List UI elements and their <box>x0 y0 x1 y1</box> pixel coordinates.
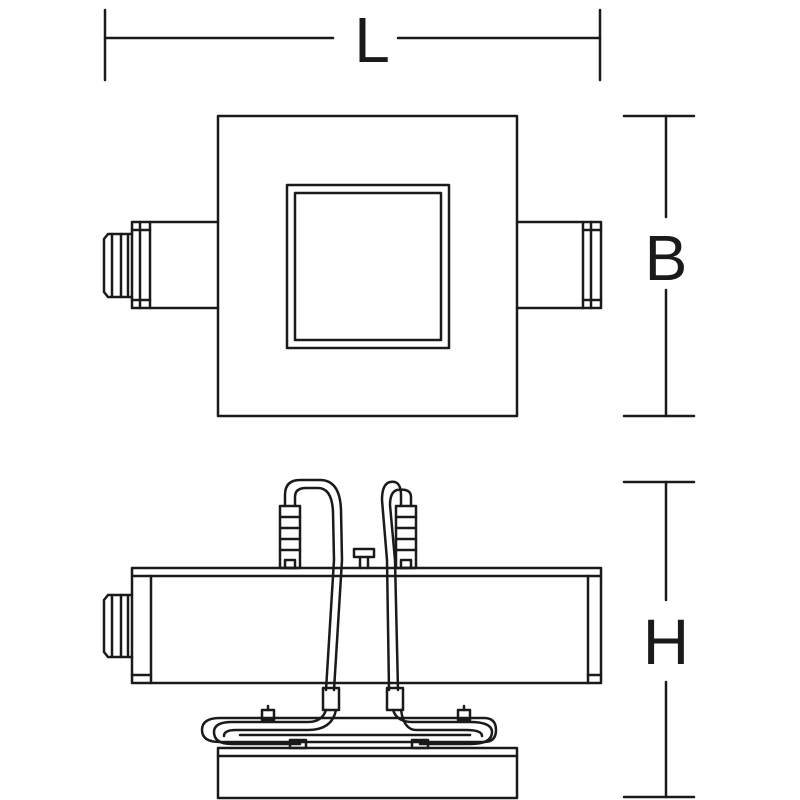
dimension-width-label: B <box>645 222 688 294</box>
side-view-connector-left <box>102 593 134 659</box>
side-view-housing <box>130 566 603 685</box>
side-view-cable-right <box>380 480 494 746</box>
dimension-length <box>103 8 602 82</box>
dimension-length-label: L <box>354 4 390 76</box>
dimension-height-label: H <box>643 606 689 678</box>
top-view-aperture-inner <box>293 191 443 342</box>
side-view <box>102 478 603 800</box>
top-view-housing <box>216 114 519 418</box>
side-view-cable-plug-right <box>394 504 418 570</box>
side-view-cable-left <box>212 478 344 746</box>
dimension-width <box>622 114 696 418</box>
top-view <box>102 114 603 418</box>
top-view-aperture-outer <box>285 183 451 350</box>
side-view-knob <box>352 547 376 570</box>
side-view-cable-plug-left <box>278 504 302 570</box>
side-view-mounting-bracket <box>200 704 498 750</box>
side-view-driver-box <box>216 746 519 800</box>
top-view-connector-left <box>102 220 220 310</box>
top-view-connector-right <box>515 220 603 310</box>
dimension-height <box>622 480 696 799</box>
